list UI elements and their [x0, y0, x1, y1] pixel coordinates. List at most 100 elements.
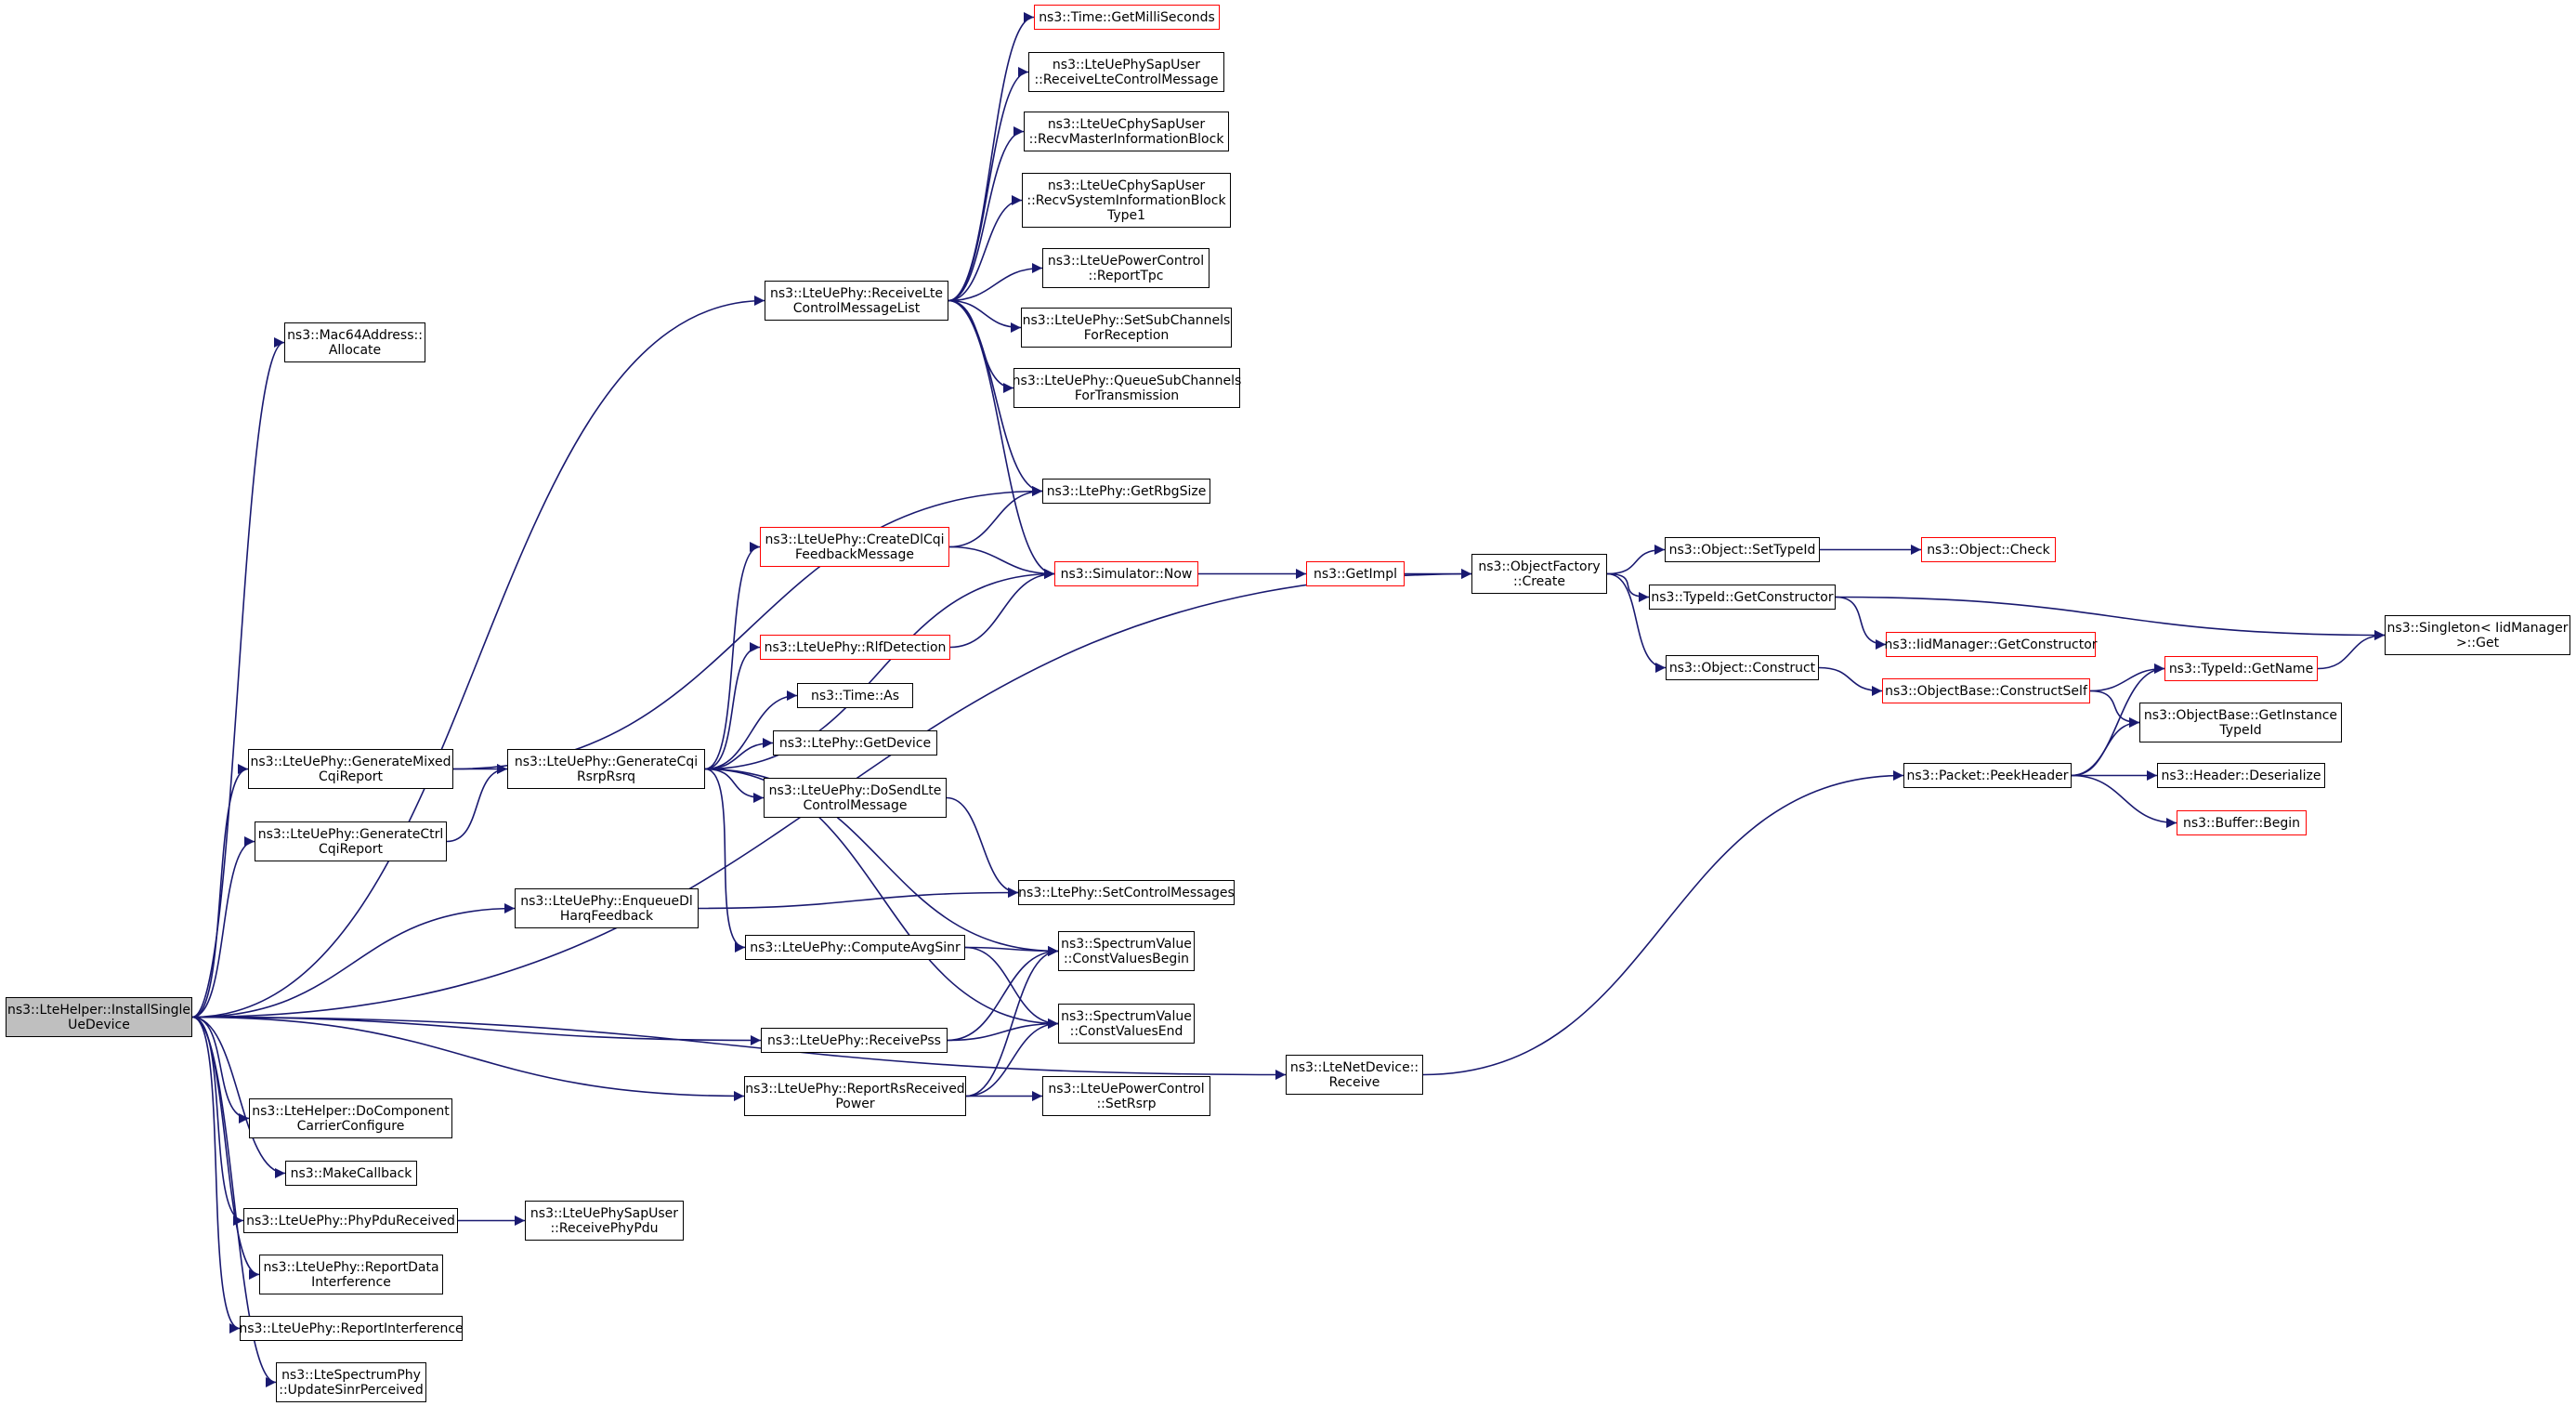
call-edge-root-to-genCtrl [191, 836, 255, 1018]
call-edge-genCtrl-to-genCqi [446, 764, 508, 843]
call-edge-genCqi-to-avgSinr [704, 768, 746, 953]
call-edge-objCreate-to-objConstruct [1606, 572, 1667, 673]
node-lte-ue-phy-rlf-detection[interactable]: ns3::LteUePhy::RlfDetection [760, 635, 950, 660]
call-edge-root-to-netRecv [191, 1016, 1287, 1080]
call-edge-receiveLte-to-reportTpc [948, 263, 1043, 302]
node-singleton-iid-manager-get[interactable]: ns3::Singleton< IidManager>::Get [2385, 615, 2570, 655]
node-lte-ue-power-control-set-rsrp[interactable]: ns3::LteUePowerControl::SetRsrp [1042, 1076, 1210, 1116]
call-edge-root-to-updateSinr [191, 1016, 277, 1387]
node-lte-ue-phy-receive-pss[interactable]: ns3::LteUePhy::ReceivePss [761, 1028, 948, 1053]
call-edge-genCqi-to-simNow [704, 569, 1055, 770]
node-header-deserialize[interactable]: ns3::Header::Deserialize [2157, 763, 2325, 788]
node-spectrum-value-const-values-begin[interactable]: ns3::SpectrumValue::ConstValuesBegin [1058, 931, 1195, 971]
node-packet-peek-header[interactable]: ns3::Packet::PeekHeader [1903, 763, 2072, 788]
node-spectrum-value-const-values-end[interactable]: ns3::SpectrumValue::ConstValuesEnd [1058, 1004, 1195, 1044]
call-edge-receiveLte-to-phySapRecv [948, 67, 1029, 302]
call-edge-getCtor-to-singleton [1835, 596, 2386, 640]
call-edge-root-to-enqueue [191, 903, 516, 1018]
call-edge-genCqi-to-rlf [704, 642, 761, 770]
call-edge-recvPss-to-cvBegin [947, 946, 1059, 1042]
call-edge-objCreate-to-getCtor [1606, 572, 1650, 602]
call-edge-objConstruct-to-constructSelf [1818, 666, 1883, 696]
call-edge-receiveLte-to-recvMaster [948, 126, 1025, 302]
call-edge-receiveLte-to-simNow [948, 299, 1055, 579]
node-get-impl[interactable]: ns3::GetImpl [1306, 561, 1405, 586]
call-edge-objCreate-to-setTypeId [1606, 545, 1666, 575]
node-buffer-begin[interactable]: ns3::Buffer::Begin [2177, 810, 2307, 835]
call-edge-reportRs-to-cvEnd [965, 1018, 1059, 1097]
node-object-factory-create[interactable]: ns3::ObjectFactory::Create [1471, 554, 1607, 594]
node-make-callback[interactable]: ns3::MakeCallback [285, 1161, 417, 1186]
call-edge-genCqi-to-createDl [704, 542, 761, 770]
call-edge-peekHeader-to-getInstance [2071, 717, 2140, 777]
call-edge-genCqi-to-timeAs [704, 690, 798, 770]
call-edge-getName-to-singleton [2317, 630, 2386, 670]
call-edge-receiveLte-to-recvSys [948, 195, 1023, 302]
node-lte-spectrum-phy-update-sinr-perceived[interactable]: ns3::LteSpectrumPhy::UpdateSinrPerceived [276, 1362, 426, 1402]
node-lte-phy-set-control-messages[interactable]: ns3::LtePhy::SetControlMessages [1018, 880, 1235, 905]
call-edge-root-to-makeCb [191, 1016, 286, 1178]
node-lte-ue-phy-sap-user-receive-lte-control-message[interactable]: ns3::LteUePhySapUser::ReceiveLteControlM… [1028, 52, 1224, 92]
call-edge-doSend-to-setCtrl [946, 796, 1019, 898]
call-edge-netRecv-to-peekHeader [1422, 770, 1904, 1076]
call-edge-createDl-to-getRbg [948, 486, 1043, 548]
node-lte-ue-phy-compute-avg-sinr[interactable]: ns3::LteUePhy::ComputeAvgSinr [745, 935, 965, 960]
call-edge-root-to-receiveLte [191, 296, 765, 1018]
call-edge-avgSinr-to-cvBegin [964, 945, 1059, 956]
call-edge-root-to-mac64 [191, 337, 285, 1018]
call-edge-root-to-genMixed [191, 764, 249, 1018]
call-edge-constructSelf-to-getInstance [2089, 690, 2140, 728]
node-iid-manager-get-constructor[interactable]: ns3::IidManager::GetConstructor [1884, 632, 2098, 657]
node-lte-ue-cphy-sap-user-recv-master-information-block[interactable]: ns3::LteUeCphySapUser::RecvMasterInforma… [1024, 112, 1229, 151]
node-type-id-get-constructor[interactable]: ns3::TypeId::GetConstructor [1649, 585, 1836, 610]
node-lte-phy-get-rbg-size[interactable]: ns3::LtePhy::GetRbgSize [1042, 479, 1210, 504]
call-edge-enqueue-to-setCtrl [698, 887, 1019, 910]
node-lte-ue-phy-phy-pdu-received[interactable]: ns3::LteUePhy::PhyPduReceived [243, 1208, 458, 1233]
call-edge-createDl-to-simNow [948, 545, 1055, 579]
node-object-check[interactable]: ns3::Object::Check [1921, 537, 2056, 562]
node-type-id-get-name[interactable]: ns3::TypeId::GetName [2164, 656, 2318, 681]
call-edge-getCtor-to-iidCtor [1835, 596, 1887, 650]
call-edge-peekHeader-to-bufBegin [2071, 774, 2177, 828]
call-edge-root-to-phyPdu [191, 1016, 244, 1226]
node-time-get-milli-seconds[interactable]: ns3::Time::GetMilliSeconds [1034, 5, 1220, 30]
call-edge-genCqi-to-getDevice [704, 738, 774, 770]
call-edge-genMixed-to-getRbg [452, 486, 1043, 770]
node-lte-ue-power-control-report-tpc[interactable]: ns3::LteUePowerControl::ReportTpc [1042, 248, 1210, 288]
call-edge-reportRs-to-cvBegin [965, 946, 1059, 1097]
call-edge-avgSinr-to-cvEnd [964, 946, 1059, 1029]
node-lte-phy-get-device[interactable]: ns3::LtePhy::GetDevice [773, 730, 937, 756]
node-lte-net-device-receive[interactable]: ns3::LteNetDevice::Receive [1286, 1055, 1423, 1095]
node-simulator-now[interactable]: ns3::Simulator::Now [1054, 561, 1198, 586]
node-lte-ue-phy-sap-user-receive-phy-pdu[interactable]: ns3::LteUePhySapUser::ReceivePhyPdu [525, 1201, 684, 1241]
node-time-as[interactable]: ns3::Time::As [797, 683, 913, 708]
node-lte-ue-cphy-sap-user-recv-system-information-block-type1[interactable]: ns3::LteUeCphySapUser::RecvSystemInforma… [1022, 173, 1231, 228]
call-edge-root-to-doComp [191, 1016, 250, 1123]
call-edge-root-to-reportRs [191, 1016, 745, 1101]
call-edge-constructSelf-to-getName [2089, 664, 2165, 692]
node-object-construct[interactable]: ns3::Object::Construct [1666, 655, 1819, 680]
node-lte-ue-phy-report-interference[interactable]: ns3::LteUePhy::ReportInterference [239, 1316, 464, 1341]
call-edge-rlf-to-simNow [949, 569, 1055, 649]
node-mac64-address-allocate[interactable]: ns3::Mac64Address::Allocate [284, 322, 425, 362]
node-object-set-type-id[interactable]: ns3::Object::SetTypeId [1665, 537, 1820, 562]
node-object-base-construct-self[interactable]: ns3::ObjectBase::ConstructSelf [1882, 678, 2090, 703]
call-edge-recvPss-to-cvEnd [947, 1018, 1059, 1042]
call-edge-receiveLte-to-getMilli [948, 12, 1035, 302]
